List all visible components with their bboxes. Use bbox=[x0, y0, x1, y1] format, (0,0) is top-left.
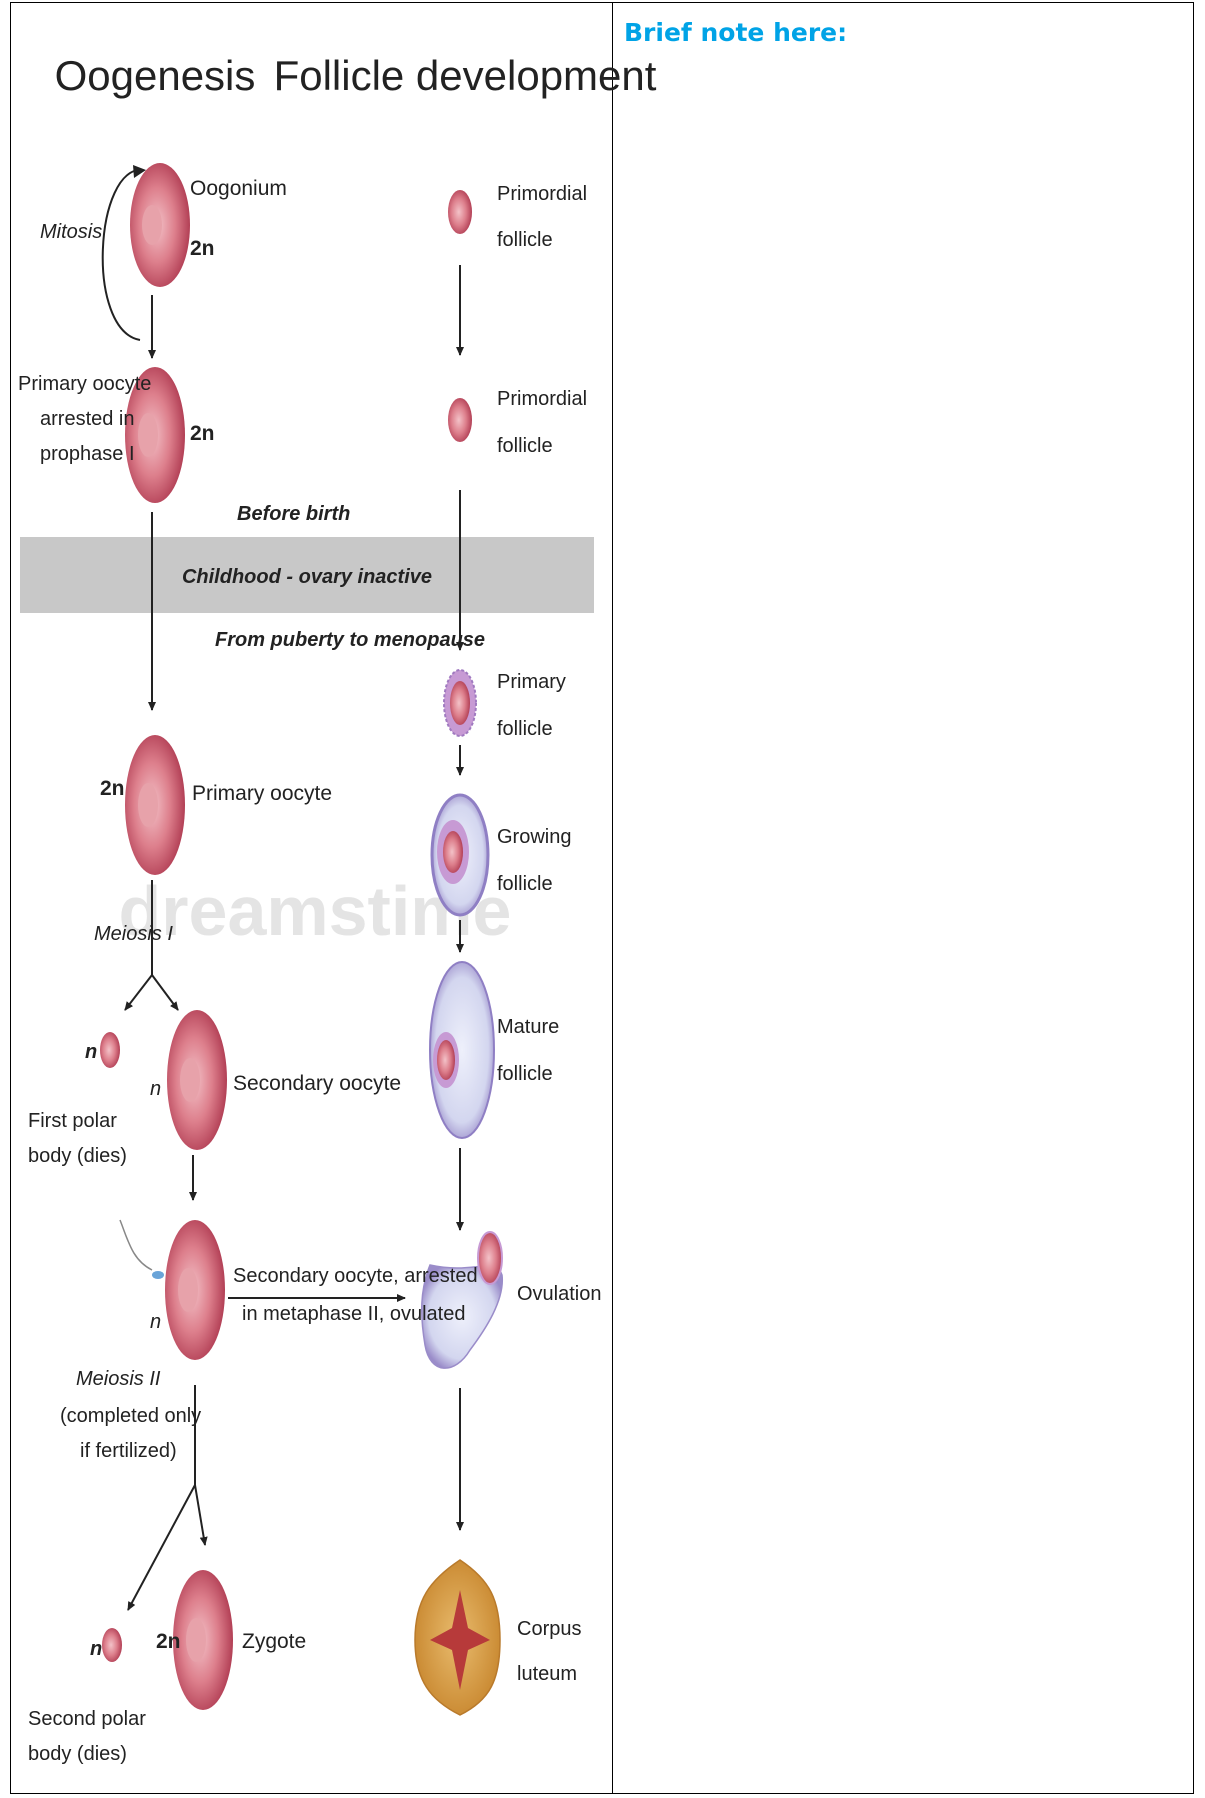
label-primary-oocyte: Primary oocyte bbox=[192, 782, 332, 805]
arrow-to-secondary bbox=[152, 975, 178, 1010]
growing-follicle-oocyte bbox=[443, 831, 463, 873]
label-oogonium: Oogonium bbox=[190, 177, 287, 200]
ovulated-oocyte-nucleus bbox=[178, 1268, 198, 1312]
label-corpus: Corpus bbox=[517, 1618, 581, 1640]
label-puberty: From puberty to menopause bbox=[215, 629, 485, 651]
label-primary-arrested-2n: 2n bbox=[190, 422, 215, 445]
sperm-tail bbox=[120, 1220, 152, 1270]
label-zygote-2n: 2n bbox=[156, 1630, 181, 1653]
sperm-head bbox=[152, 1271, 164, 1279]
primary-follicle-oocyte bbox=[450, 681, 470, 725]
arrow-to-first-polar bbox=[125, 975, 152, 1010]
label-secondary-oocyte: Secondary oocyte bbox=[233, 1072, 401, 1095]
label-meiosis-1: Meiosis I bbox=[94, 923, 173, 945]
label-second-polar-2: body (dies) bbox=[28, 1743, 127, 1765]
label-ovulation: Ovulation bbox=[517, 1283, 602, 1305]
mature-follicle-oocyte bbox=[437, 1040, 455, 1080]
primordial-follicle-2 bbox=[448, 398, 472, 442]
label-completed-2: if fertilized) bbox=[80, 1440, 177, 1462]
label-follicle-2: follicle bbox=[497, 435, 553, 457]
label-second-polar-n: n bbox=[90, 1638, 102, 1660]
label-primary-arrested-3: prophase I bbox=[40, 443, 135, 465]
header-oogenesis: Oogenesis bbox=[55, 52, 256, 99]
label-arrow-note-1: Secondary oocyte, arrested bbox=[233, 1265, 478, 1287]
label-primordial-1: Primordial bbox=[497, 183, 587, 205]
label-primary-arrested-2: arrested in bbox=[40, 408, 135, 430]
label-follicle-5: follicle bbox=[497, 1063, 553, 1085]
label-first-polar-2: body (dies) bbox=[28, 1145, 127, 1167]
label-before-birth: Before birth bbox=[237, 503, 350, 525]
oogonium-nucleus bbox=[142, 205, 162, 245]
label-secondary-n: n bbox=[150, 1078, 161, 1100]
label-primary-oocyte-2n: 2n bbox=[100, 777, 125, 800]
label-second-polar-1: Second polar bbox=[28, 1708, 146, 1730]
label-first-polar-n: n bbox=[85, 1041, 97, 1063]
label-arrow-note-2: in metaphase II, ovulated bbox=[242, 1303, 465, 1325]
label-primary-follicle: Primary bbox=[497, 671, 566, 693]
label-meiosis-2: Meiosis II bbox=[76, 1368, 161, 1390]
zygote-nucleus bbox=[186, 1618, 206, 1662]
secondary-oocyte-nucleus bbox=[180, 1058, 200, 1102]
label-follicle-1: follicle bbox=[497, 229, 553, 251]
primary-oocyte-nucleus bbox=[138, 783, 158, 827]
label-first-polar-1: First polar bbox=[28, 1110, 117, 1132]
label-ovulated-n: n bbox=[150, 1311, 161, 1333]
label-oogonium-2n: 2n bbox=[190, 237, 215, 260]
label-primary-arrested-1: Primary oocyte bbox=[18, 373, 151, 395]
arrow-to-zygote bbox=[195, 1485, 205, 1545]
label-completed-1: (completed only bbox=[60, 1405, 201, 1427]
label-mature: Mature bbox=[497, 1016, 559, 1038]
label-primordial-2: Primordial bbox=[497, 388, 587, 410]
label-childhood: Childhood - ovary inactive bbox=[182, 566, 432, 588]
label-zygote: Zygote bbox=[242, 1630, 306, 1653]
label-growing: Growing bbox=[497, 826, 571, 848]
primordial-follicle-1 bbox=[448, 190, 472, 234]
header-follicle-development: Follicle development bbox=[274, 52, 657, 99]
label-mitosis: Mitosis bbox=[40, 221, 102, 243]
first-polar-body bbox=[100, 1032, 120, 1068]
second-polar-body bbox=[102, 1628, 122, 1662]
ovulated-oocyte bbox=[478, 1232, 502, 1284]
label-follicle-4: follicle bbox=[497, 873, 553, 895]
primary-oocyte-arrested-nucleus bbox=[138, 413, 158, 457]
label-follicle-3: follicle bbox=[497, 718, 553, 740]
label-luteum: luteum bbox=[517, 1663, 577, 1685]
